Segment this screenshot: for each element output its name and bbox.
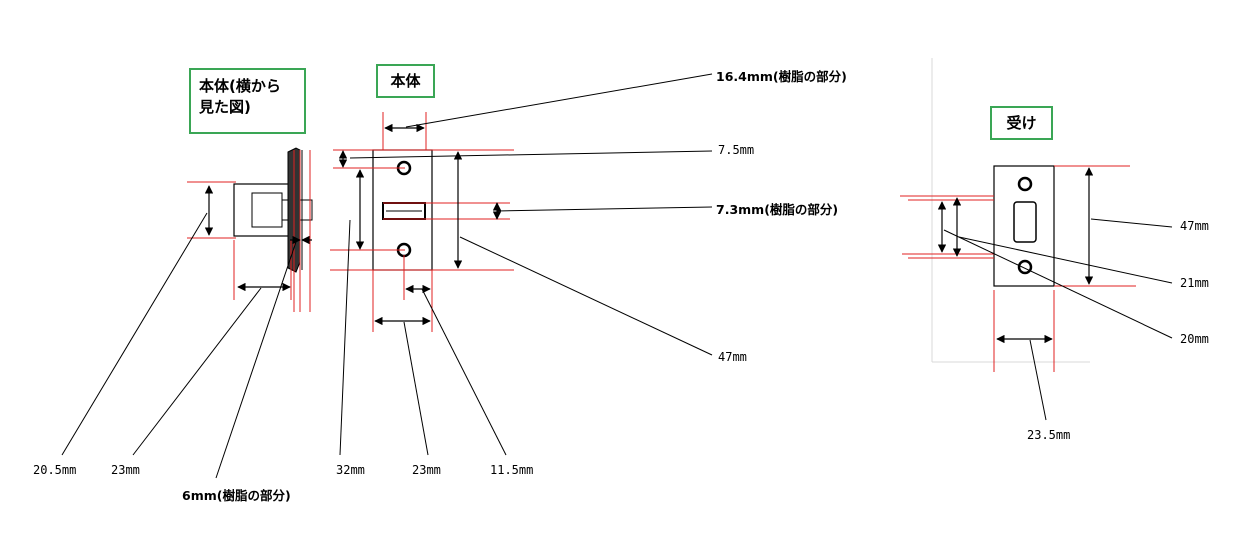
side-leader-lines [61,212,297,479]
side-view-title-line2: 見た図) [199,98,251,116]
side-dimension-guides [187,150,311,312]
label-front-height: 47mm [718,350,747,364]
label-strike-width: 23.5mm [1027,428,1071,442]
label-front-width-resin: 16.4mm(樹脂の部分) [716,69,847,84]
strike-title: 受け [990,106,1053,140]
strike-leader-lines [943,218,1173,421]
front-leader-lines [339,73,713,456]
front-view-drawing [330,73,713,456]
label-screw-to-edge: 11.5mm [490,463,534,477]
side-view-drawing [61,147,313,479]
front-dimension-arrows [338,123,502,326]
front-dimension-guides [330,112,514,332]
label-front-inner-height: 32mm [336,463,365,477]
label-strike-opening-inner: 20mm [1180,332,1209,346]
label-strike-height: 47mm [1180,219,1209,233]
label-latch-height-resin: 7.3mm(樹脂の部分) [716,202,839,217]
label-side-plate-resin: 6mm(樹脂の部分) [182,488,291,503]
label-side-height: 20.5mm [33,463,77,477]
label-front-width: 23mm [412,463,441,477]
strike-dimension-guides [900,165,1136,372]
side-view-title: 本体(横から 見た図) [189,68,306,134]
side-view-title-line1: 本体(横から [199,77,281,95]
strike-opening [1013,201,1037,243]
strike-screw-hole-top [1017,176,1033,192]
label-screw-offset: 7.5mm [718,143,755,157]
label-strike-opening-outer: 21mm [1180,276,1209,290]
front-view-title: 本体 [376,64,435,98]
strike-screw-hole-bottom [1017,259,1033,275]
label-side-depth: 23mm [111,463,140,477]
strike-drawing [900,58,1173,421]
side-latch-inner [251,192,283,228]
side-dimension-arrows [204,185,312,292]
